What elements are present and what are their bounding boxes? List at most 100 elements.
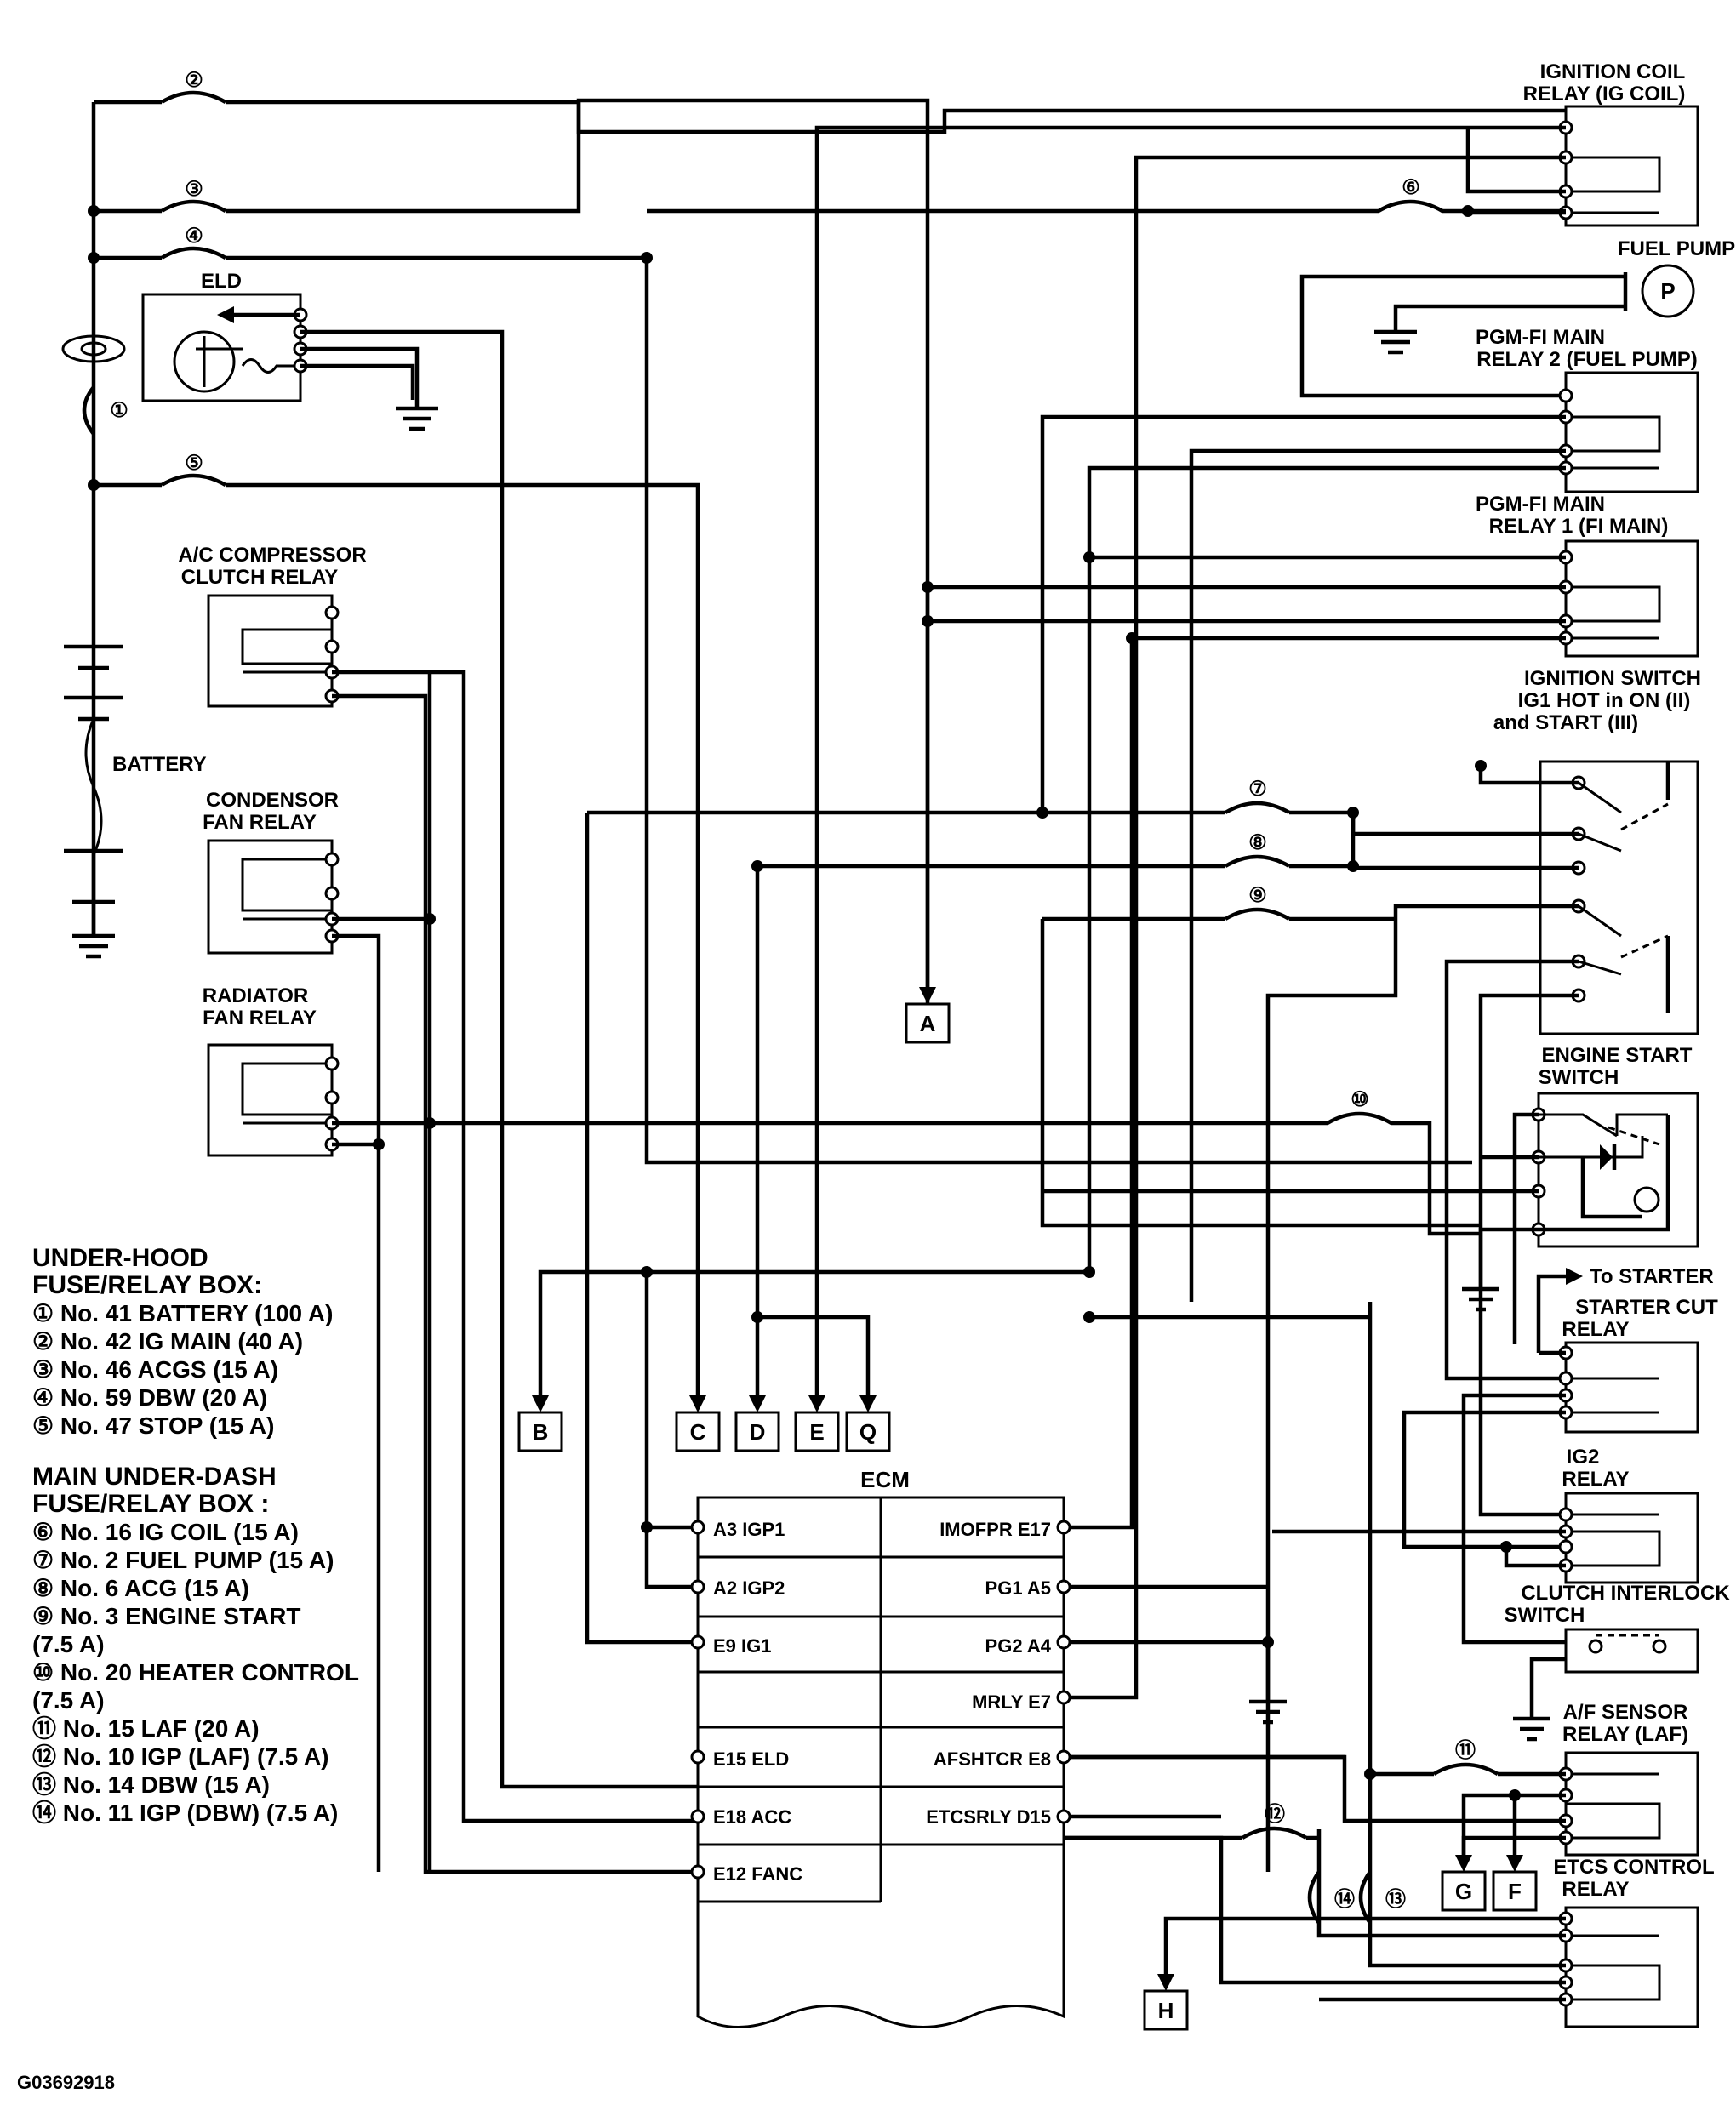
legend-ud-item: ⑨ No. 3 ENGINE START	[32, 1603, 301, 1629]
fuse-5-number: ⑤	[185, 452, 203, 475]
ac-relay-label-2: CLUTCH RELAY	[181, 566, 338, 589]
fuse-11: ⑪	[1432, 1738, 1499, 1776]
ig2-relay: IG2 RELAY	[1558, 1446, 1699, 1584]
battery-symbol: BATTERY	[64, 644, 207, 959]
condensor-label-2: FAN RELAY	[203, 811, 317, 834]
ecm-label: ECM	[860, 1467, 910, 1492]
fuse-2-number: ②	[185, 69, 203, 92]
pgmfi2-label-2: RELAY 2 (FUEL PUMP)	[1476, 348, 1698, 371]
legend-uh-item: ① No. 41 BATTERY (100 A)	[32, 1300, 333, 1326]
scr-label-1: STARTER CUT	[1575, 1296, 1718, 1319]
afr-label-2: RELAY (LAF)	[1562, 1723, 1688, 1746]
etcs-label-2: RELAY	[1562, 1878, 1629, 1901]
legend-uh-title-1: UNDER-HOOD	[32, 1244, 208, 1272]
fuse-9: ⑨	[1224, 884, 1291, 921]
legend-underhood: UNDER-HOOD FUSE/RELAY BOX: ① No. 41 BATT…	[32, 1244, 333, 1439]
ecm-pin-e15-eld: E15 ELD	[713, 1748, 789, 1770]
fuse-8: ⑧	[1224, 831, 1291, 868]
ac-relay-label-1: A/C COMPRESSOR	[178, 544, 366, 567]
legend-uh-item: ⑤ No. 47 STOP (15 A)	[32, 1412, 274, 1439]
ecm-pin-mrly-e7: MRLY E7	[972, 1691, 1051, 1713]
connector-b: B	[517, 1411, 563, 1452]
pgmfi1-label-2: RELAY 1 (FI MAIN)	[1489, 515, 1669, 538]
etcs-control-relay: ETCS CONTROL RELAY	[1553, 1856, 1715, 2028]
ecm-pin-e18-acc: E18 ACC	[713, 1806, 791, 1828]
ground-clutch	[1513, 1716, 1550, 1742]
legend-ud-item: ⑥ No. 16 IG COIL (15 A)	[32, 1519, 299, 1545]
connector-a-label: A	[920, 1011, 936, 1036]
connector-c: C	[675, 1411, 721, 1452]
pgmfi1-label-1: PGM-FI MAIN	[1476, 493, 1605, 516]
ecm-pin-e9-ig1: E9 IG1	[713, 1635, 771, 1657]
ign-label-1: IGNITION SWITCH	[1524, 667, 1701, 690]
ign-label-2: IG1 HOT in ON (II)	[1518, 689, 1691, 712]
fuse-11-number: ⑪	[1455, 1738, 1476, 1762]
condensor-fan-relay: CONDENSOR FAN RELAY	[203, 789, 340, 955]
legend-uh-item: ② No. 42 IG MAIN (40 A)	[32, 1328, 303, 1355]
legend-ud-item: ⑪ No. 15 LAF (20 A)	[32, 1714, 260, 1742]
fuse-7: ⑦	[1224, 778, 1291, 814]
ecm-pin-afshtcr-e8: AFSHTCR E8	[934, 1748, 1051, 1770]
eld-label: ELD	[201, 270, 242, 293]
radiator-label-2: FAN RELAY	[203, 1007, 317, 1030]
legend-uh-title-2: FUSE/RELAY BOX:	[32, 1271, 262, 1299]
connector-f-label: F	[1508, 1879, 1522, 1904]
cis-label-1: CLUTCH INTERLOCK	[1521, 1582, 1730, 1605]
fuel-pump-label: FUEL PUMP	[1618, 237, 1735, 260]
legend-uh-item: ③ No. 46 ACGS (15 A)	[32, 1356, 278, 1383]
ground-eld	[396, 400, 438, 431]
connector-d-label: D	[750, 1419, 766, 1445]
ig-coil-label-2: RELAY (IG COIL)	[1523, 83, 1686, 106]
ig2-label-2: RELAY	[1562, 1468, 1629, 1491]
ess-label-2: SWITCH	[1539, 1066, 1619, 1089]
af-sensor-relay: A/F SENSOR RELAY (LAF)	[1558, 1701, 1699, 1857]
ground-ess	[1462, 1285, 1499, 1312]
connector-c-label: C	[690, 1419, 706, 1445]
connector-a: A	[905, 1002, 951, 1044]
ecm-pin-e12-fanc: E12 FANC	[713, 1863, 802, 1885]
fuse-13: ⑬	[1358, 1870, 1406, 1925]
etcs-label-1: ETCS CONTROL	[1553, 1856, 1714, 1879]
fuse-8-number: ⑧	[1248, 831, 1267, 854]
connector-f: F	[1492, 1870, 1538, 1912]
eld-sensor: ELD	[61, 270, 308, 402]
ig-coil-label-1: IGNITION COIL	[1540, 60, 1686, 83]
ignition-switch: IGNITION SWITCH IG1 HOT in ON (II) and S…	[1493, 667, 1701, 1035]
fuse-3-number: ③	[185, 178, 203, 201]
cis-label-2: SWITCH	[1505, 1604, 1585, 1627]
legend-ud-item: ⑫ No. 10 IGP (LAF) (7.5 A)	[32, 1743, 328, 1770]
ig2-label-1: IG2	[1567, 1446, 1600, 1469]
connector-e: E	[794, 1411, 840, 1452]
ess-label-1: ENGINE START	[1542, 1044, 1693, 1067]
ig-coil-relay: IGNITION COIL RELAY (IG COIL)	[1523, 60, 1699, 227]
connector-q: Q	[845, 1411, 891, 1452]
fuse-2: ②	[160, 69, 227, 104]
fuse-14: ⑭	[1307, 1870, 1355, 1925]
figure-id: G03692918	[17, 2072, 115, 2093]
ground-ecm	[1249, 1699, 1287, 1725]
battery-label: BATTERY	[112, 753, 207, 776]
scr-label-2: RELAY	[1562, 1318, 1629, 1341]
legend-ud-item: (7.5 A)	[32, 1687, 105, 1714]
legend-ud-item: ⑦ No. 2 FUEL PUMP (15 A)	[32, 1547, 334, 1573]
legend-ud-item: ⑩ No. 20 HEATER CONTROL	[32, 1659, 359, 1686]
ign-label-3: and START (III)	[1493, 711, 1638, 734]
fuse-9-number: ⑨	[1248, 884, 1267, 907]
condensor-label-1: CONDENSOR	[206, 789, 339, 812]
fuel-pump: FUEL PUMP P	[1299, 237, 1735, 398]
fuse-10-number: ⑩	[1351, 1088, 1369, 1111]
connector-g-label: G	[1455, 1879, 1472, 1904]
legend-ud-title-1: MAIN UNDER-DASH	[32, 1463, 277, 1491]
legend-ud-item: ⑧ No. 6 ACG (15 A)	[32, 1575, 249, 1601]
ecm-pin-imofpr-e17: IMOFPR E17	[939, 1519, 1051, 1540]
fuse-4: ④	[160, 225, 227, 260]
connector-q-label: Q	[859, 1419, 877, 1445]
fuse-12: ⑫	[1241, 1802, 1308, 1840]
fuse-6: ⑥	[1377, 176, 1444, 213]
legend-underdash: MAIN UNDER-DASH FUSE/RELAY BOX : ⑥ No. 1…	[32, 1463, 359, 1826]
ecm-pin-pg1-a5: PG1 A5	[985, 1577, 1051, 1599]
starter-cut-relay: To STARTER STARTER CUT RELAY	[1536, 1265, 1718, 1434]
battery-bus	[91, 98, 1566, 1402]
fuse-1: ①	[82, 385, 128, 436]
fuse-14-number: ⑭	[1334, 1887, 1355, 1911]
